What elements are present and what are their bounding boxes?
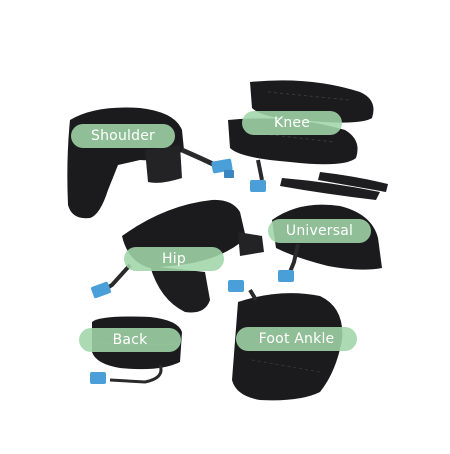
universal-wrap bbox=[272, 204, 382, 282]
label-knee: Knee bbox=[242, 111, 342, 135]
label-back: Back bbox=[79, 328, 181, 352]
label-hip: Hip bbox=[124, 247, 224, 271]
label-shoulder: Shoulder bbox=[71, 124, 175, 148]
label-universal: Universal bbox=[268, 219, 371, 243]
label-foot-ankle: Foot Ankle bbox=[236, 327, 357, 351]
knee-wrap bbox=[228, 80, 388, 200]
